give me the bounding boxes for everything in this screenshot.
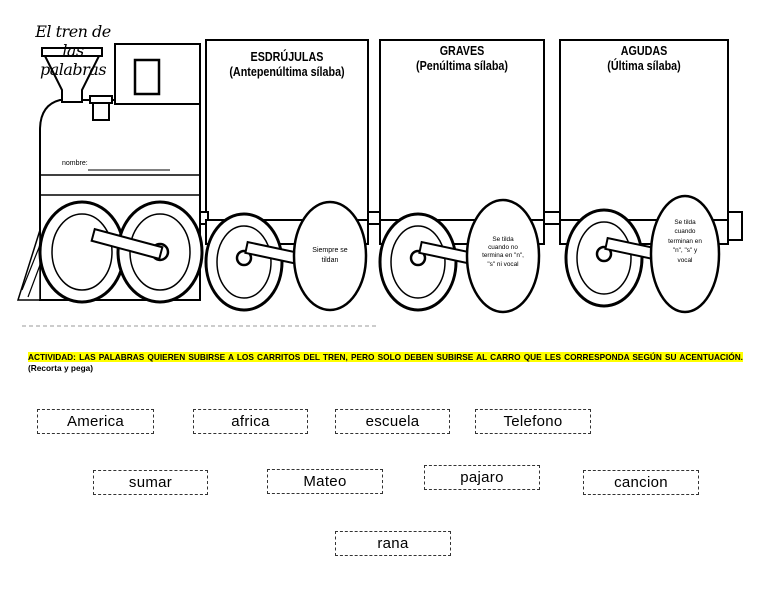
rule-text-1: Siempre se tildan xyxy=(312,247,348,264)
car-heading-graves: GRAVES (Penúltima sílaba) xyxy=(391,44,532,74)
car-name: AGUDAS xyxy=(620,44,668,58)
name-label: nombre: xyxy=(62,160,88,167)
car-heading-agudas: AGUDAS (Última sílaba) xyxy=(572,44,716,74)
rule-text-2: Se tilda cuando no termina en "n", "s" n… xyxy=(482,236,524,268)
word-card[interactable]: pajaro xyxy=(424,465,540,490)
car-name: ESDRÚJULAS xyxy=(250,50,324,64)
word-card[interactable]: cancion xyxy=(583,470,699,495)
car-subtitle: (Última sílaba) xyxy=(607,59,681,73)
rule-wheel-2 xyxy=(465,198,541,314)
word-card[interactable]: rana xyxy=(335,531,451,556)
car-name: GRAVES xyxy=(439,44,485,58)
car-box-1 xyxy=(205,39,369,221)
activity-note: (Recorta y pega) xyxy=(28,363,94,373)
worksheet-title: El tren de las palabras xyxy=(35,22,111,79)
word-card[interactable]: Telefono xyxy=(475,409,591,434)
cow-catcher xyxy=(16,229,41,301)
car-subtitle: (Penúltima sílaba) xyxy=(415,59,508,73)
word-card[interactable]: africa xyxy=(193,409,308,434)
activity-text: ACTIVIDAD: LAS PALABRAS QUIEREN SUBIRSE … xyxy=(28,352,743,362)
car-heading-esdrujulas: ESDRÚJULAS (Antepenúltima sílaba) xyxy=(217,50,356,80)
word-card[interactable]: Mateo xyxy=(267,469,383,494)
car-subtitle: (Antepenúltima sílaba) xyxy=(229,65,345,79)
rule-wheel-1 xyxy=(292,200,368,312)
activity-instructions: ACTIVIDAD: LAS PALABRAS QUIEREN SUBIRSE … xyxy=(28,352,743,374)
car-box-3 xyxy=(559,39,729,221)
word-card[interactable]: escuela xyxy=(335,409,450,434)
car-box-2 xyxy=(379,39,545,221)
train-illustration xyxy=(16,39,743,327)
rule-text-3: Se tilda cuando terminan en "n", "s" y v… xyxy=(668,219,702,264)
rule-wheel-3 xyxy=(649,194,721,314)
word-card[interactable]: America xyxy=(37,409,154,434)
cab-window xyxy=(133,58,161,96)
word-card[interactable]: sumar xyxy=(93,470,208,495)
